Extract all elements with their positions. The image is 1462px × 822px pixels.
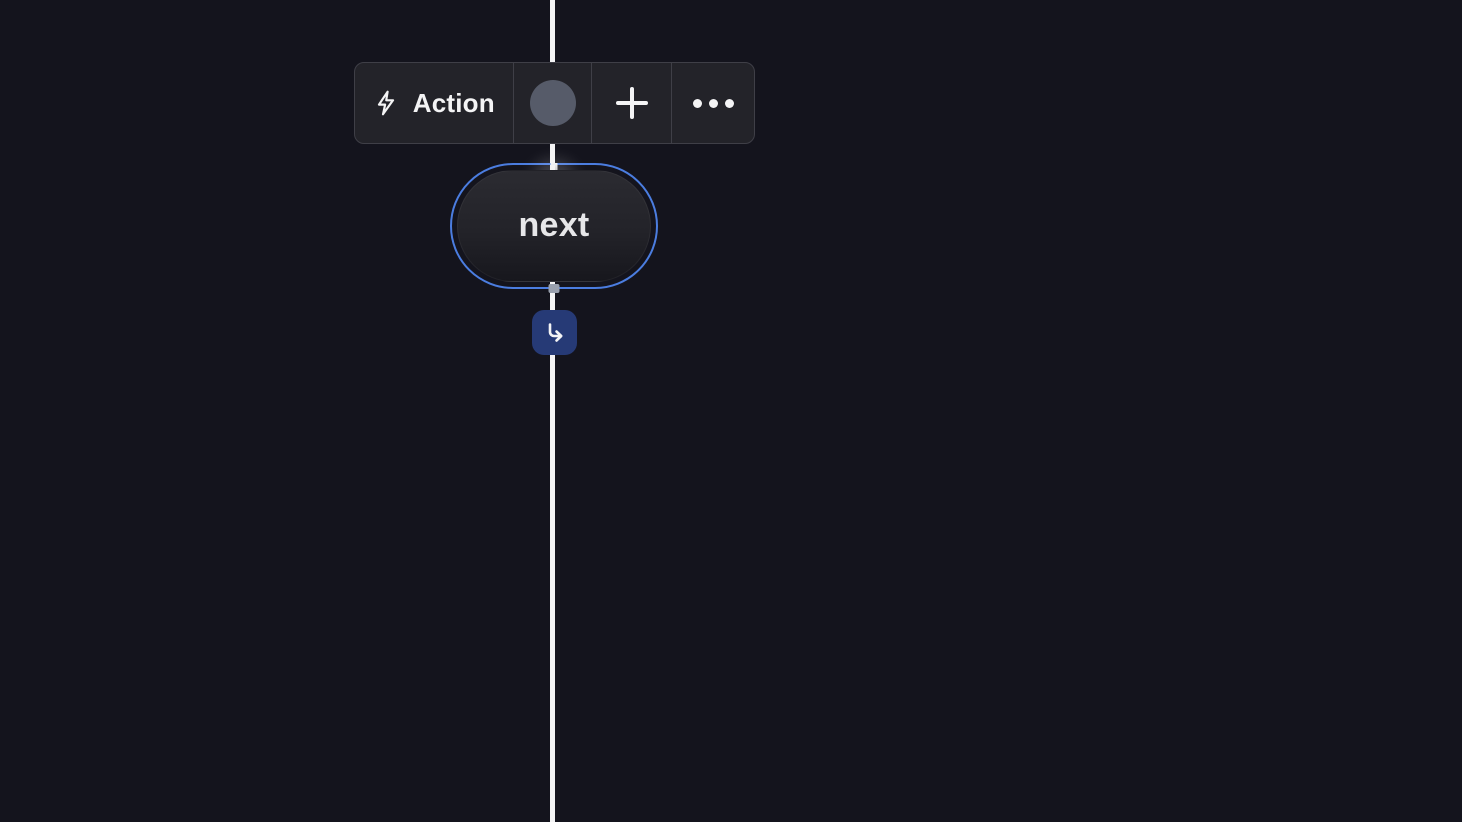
node-next[interactable]: next xyxy=(450,161,658,293)
node-next-label: next xyxy=(518,205,590,244)
branch-arrow-button[interactable] xyxy=(532,310,577,355)
action-button[interactable]: Action xyxy=(355,63,514,143)
plus-icon xyxy=(613,84,651,122)
lightning-bolt-icon xyxy=(373,89,399,117)
connection-line xyxy=(550,0,555,822)
arrow-turn-down-right-icon xyxy=(542,320,568,346)
more-options-button[interactable] xyxy=(672,63,754,143)
node-next-body: next xyxy=(457,170,651,282)
node-output-handle[interactable] xyxy=(548,284,560,293)
node-color-button[interactable] xyxy=(514,63,593,143)
ellipsis-icon xyxy=(692,98,734,108)
color-swatch-circle-icon xyxy=(529,80,576,126)
action-button-label: Action xyxy=(412,87,495,118)
add-button[interactable] xyxy=(592,63,673,143)
node-toolbar: Action xyxy=(354,62,755,144)
